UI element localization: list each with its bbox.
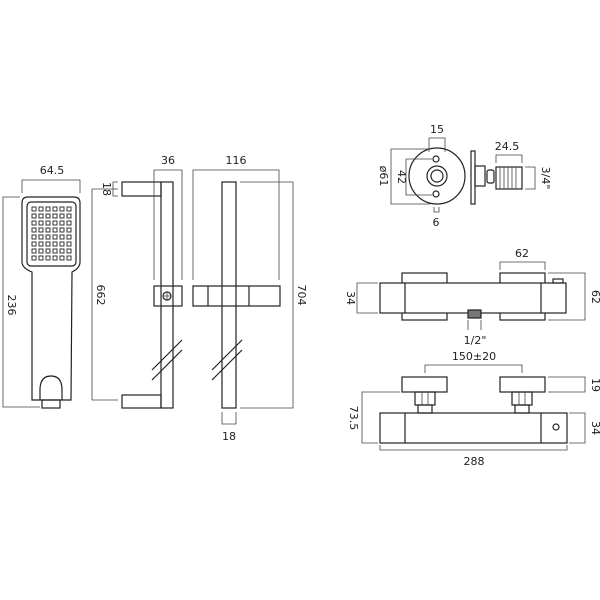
outlet-thread-label: 3/4" [539,167,552,190]
spray-nozzle [38,248,44,254]
spray-nozzle [66,206,72,212]
spray-nozzle [66,220,72,226]
valve-length-label: 288 [464,455,485,468]
riser-rail-front-view: 116 704 18 [192,154,308,443]
hole-centres-label: 42 [395,170,408,184]
spray-nozzle [38,234,44,240]
spray-nozzle [52,234,58,240]
spray-nozzle [52,206,58,212]
spray-nozzle [45,241,51,247]
valve-depth-label: 62 [589,290,600,304]
spray-nozzle [59,206,65,212]
handle-height-label: 19 [589,378,600,392]
spray-nozzle [31,206,37,212]
valve-top-view: 1/2" 62 34 62 [344,247,600,347]
spray-nozzle [31,234,37,240]
spray-nozzle [31,227,37,233]
bar-width-label: 18 [222,430,236,443]
handset-height-label: 236 [5,295,18,316]
spray-nozzle [45,206,51,212]
spray-nozzle [66,213,72,219]
spray-nozzle [31,248,37,254]
spray-nozzle [59,227,65,233]
valve-body-height-label: 34 [589,421,600,435]
wall-outlet: 15 ø61 42 6 24.5 3/4" [377,123,552,229]
hole-size-label: 6 [433,216,440,229]
spray-nozzle [66,227,72,233]
spray-nozzle [38,241,44,247]
valve-centres-label: 150±20 [452,350,496,363]
spray-nozzle [45,234,51,240]
spray-nozzle [38,227,44,233]
spray-nozzle [45,255,51,261]
spray-nozzle [66,248,72,254]
spray-nozzle [31,213,37,219]
outlet-diameter-label: ø61 [377,166,390,187]
spray-nozzle [45,213,51,219]
valve-height-label: 73.5 [347,406,360,431]
spray-nozzle [66,255,72,261]
handset-width-label: 64.5 [40,164,65,177]
riser-height-label: 704 [295,285,308,306]
spray-nozzle [59,248,65,254]
spray-nozzle [31,241,37,247]
spray-nozzle [59,213,65,219]
riser-width-label: 116 [226,154,247,167]
spray-nozzle [31,255,37,261]
spray-nozzle [66,241,72,247]
spray-nozzle [31,220,37,226]
bracket-centres-label: 662 [94,285,107,306]
spray-nozzle [52,213,58,219]
spray-nozzle [66,234,72,240]
riser-depth-label: 36 [161,154,175,167]
spray-nozzle [59,220,65,226]
spray-nozzle-grid [31,206,72,261]
spray-nozzle [38,206,44,212]
spray-nozzle [38,255,44,261]
body-depth-label: 34 [344,291,357,305]
spray-nozzle [52,220,58,226]
outlet-top-label: 15 [430,123,444,136]
spray-nozzle [59,234,65,240]
spray-nozzle [52,227,58,233]
hand-shower: 64.5 236 [2,164,81,409]
outlet-size-label: 1/2" [464,334,487,347]
spray-nozzle [38,220,44,226]
riser-rail-side-view: 36 18 662 [91,154,183,409]
valve-front-view: 150±20 19 73.5 34 288 [347,350,600,468]
spray-nozzle [52,241,58,247]
spray-nozzle [38,213,44,219]
spray-nozzle [45,220,51,226]
spray-nozzle [59,255,65,261]
outlet-length-label: 24.5 [495,140,520,153]
spray-nozzle [59,241,65,247]
spray-nozzle [45,227,51,233]
spray-nozzle [45,248,51,254]
handle-width-label: 62 [515,247,529,260]
spray-nozzle [52,248,58,254]
spray-nozzle [52,255,58,261]
